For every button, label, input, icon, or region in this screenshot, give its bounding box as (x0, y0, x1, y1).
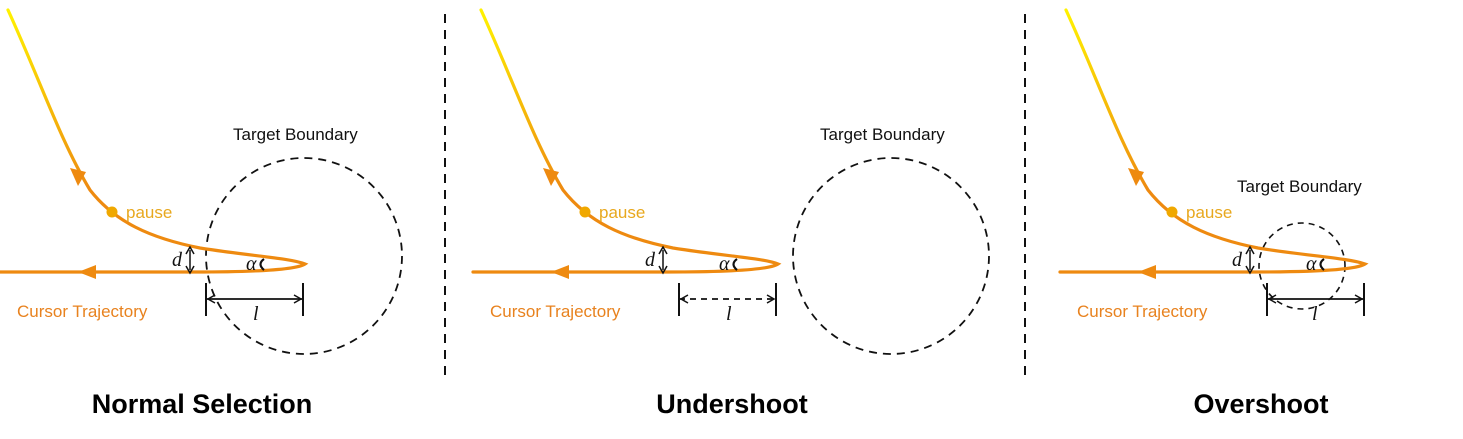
pause-dot (579, 206, 591, 218)
d-label: d (172, 249, 183, 271)
l-arrowhead (766, 294, 776, 304)
cursor-trajectory-label: Cursor Trajectory (17, 302, 148, 321)
panel-title: Normal Selection (92, 389, 313, 419)
l-label: l (1312, 303, 1318, 325)
alpha-label: α (1306, 253, 1317, 275)
trajectory-arrowhead (70, 168, 86, 186)
l-arrowhead (1267, 294, 1277, 304)
pause-label: pause (599, 203, 645, 222)
panel-undershoot: Target Boundary pause Cursor Trajectory … (471, 8, 990, 419)
d-arrowhead (658, 245, 668, 255)
panel-overshoot: Target Boundary pause Cursor Trajectory … (1058, 8, 1369, 419)
target-boundary-circle (1258, 222, 1346, 310)
pause-dot (1166, 206, 1178, 218)
d-arrowhead (1245, 265, 1255, 275)
l-arrowhead (293, 294, 303, 304)
pause-dot (106, 206, 118, 218)
cursor-trajectory-curve (471, 8, 782, 274)
d-arrowhead (1245, 245, 1255, 255)
target-boundary-circle (205, 157, 403, 355)
l-label: l (253, 303, 259, 325)
target-boundary-label: Target Boundary (820, 125, 945, 144)
trajectory-arrowhead (1128, 168, 1144, 186)
trajectory-arrowhead (78, 265, 96, 279)
l-arrowhead (679, 294, 689, 304)
alpha-arc (259, 258, 265, 271)
target-boundary-label: Target Boundary (1237, 177, 1362, 196)
trajectory-arrowhead (543, 168, 559, 186)
pause-label: pause (1186, 203, 1232, 222)
panel-normal-selection: Target Boundary pause Cursor Trajectory … (0, 8, 403, 419)
trajectory-arrowhead (551, 265, 569, 279)
l-arrowhead (206, 294, 216, 304)
cursor-trajectory-curve (0, 8, 309, 274)
alpha-arc (732, 258, 738, 271)
trajectory-arrowhead (1138, 265, 1156, 279)
d-arrowhead (185, 245, 195, 255)
panel-title: Undershoot (656, 389, 808, 419)
target-boundary-circle (792, 157, 990, 355)
panel-title: Overshoot (1193, 389, 1328, 419)
alpha-label: α (246, 253, 257, 275)
l-label: l (726, 303, 732, 325)
target-boundary-label: Target Boundary (233, 125, 358, 144)
d-arrowhead (658, 265, 668, 275)
d-arrowhead (185, 265, 195, 275)
l-arrowhead (1354, 294, 1364, 304)
cursor-trajectory-curve (1058, 8, 1369, 274)
d-label: d (1232, 249, 1243, 271)
alpha-arc (1319, 258, 1325, 271)
cursor-trajectory-label: Cursor Trajectory (1077, 302, 1208, 321)
d-label: d (645, 249, 656, 271)
cursor-trajectory-label: Cursor Trajectory (490, 302, 621, 321)
alpha-label: α (719, 253, 730, 275)
pause-label: pause (126, 203, 172, 222)
